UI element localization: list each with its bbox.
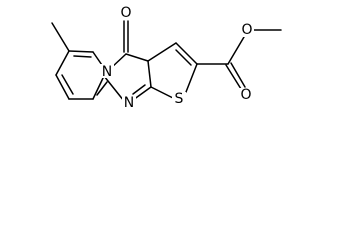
bond-fused-vertical	[147, 60, 152, 88]
bond-pyr-fused-inner	[96, 81, 108, 96]
bond-carbonyl-to-fused	[125, 53, 149, 62]
bond-pyr-left	[55, 50, 70, 76]
bond-methyl	[51, 22, 70, 52]
atom-o-ester-ether: O	[241, 22, 252, 38]
label-bg-n-bridge	[100, 64, 114, 78]
bond-pyr-top	[68, 50, 94, 53]
label-bg-o-ester-carbonyl	[239, 88, 253, 102]
atom-n-bridge: N	[102, 64, 112, 80]
bond-th-right-inner	[175, 49, 192, 66]
bond-n-lower-to-c	[103, 75, 125, 102]
atom-n-lower: N	[124, 95, 134, 111]
bond-pyr-lower-left-inner	[61, 74, 74, 95]
label-bg-n-lower	[122, 96, 136, 110]
bond-pyr-fused	[92, 75, 105, 100]
label-bg-o-ring	[119, 6, 133, 20]
bond-pyr-lower-left	[55, 74, 70, 100]
bond-th-c-s	[185, 63, 198, 93]
molecule-structure-diagram: N N S O O O	[51, 5, 282, 111]
bond-ester-c-o	[227, 36, 245, 65]
atom-labels: N N S O O O	[100, 5, 254, 111]
bond-c-to-n-lower-inner	[132, 84, 146, 95]
bond-th-s-c	[150, 86, 174, 99]
label-bg-s	[172, 92, 186, 106]
bond-ester-c-o-double-a	[225, 64, 242, 90]
bond-pyr-top-inner	[73, 55, 92, 58]
bond-ester-c-o-double-b	[230, 62, 246, 88]
bond-th-right	[175, 42, 198, 65]
atom-o-ester-carbonyl: O	[240, 87, 251, 103]
atom-s: S	[175, 91, 184, 107]
bond-th-top	[147, 42, 177, 62]
atom-o-carbonyl-ring: O	[120, 5, 131, 21]
label-bg-o-ester-ether	[240, 23, 254, 37]
